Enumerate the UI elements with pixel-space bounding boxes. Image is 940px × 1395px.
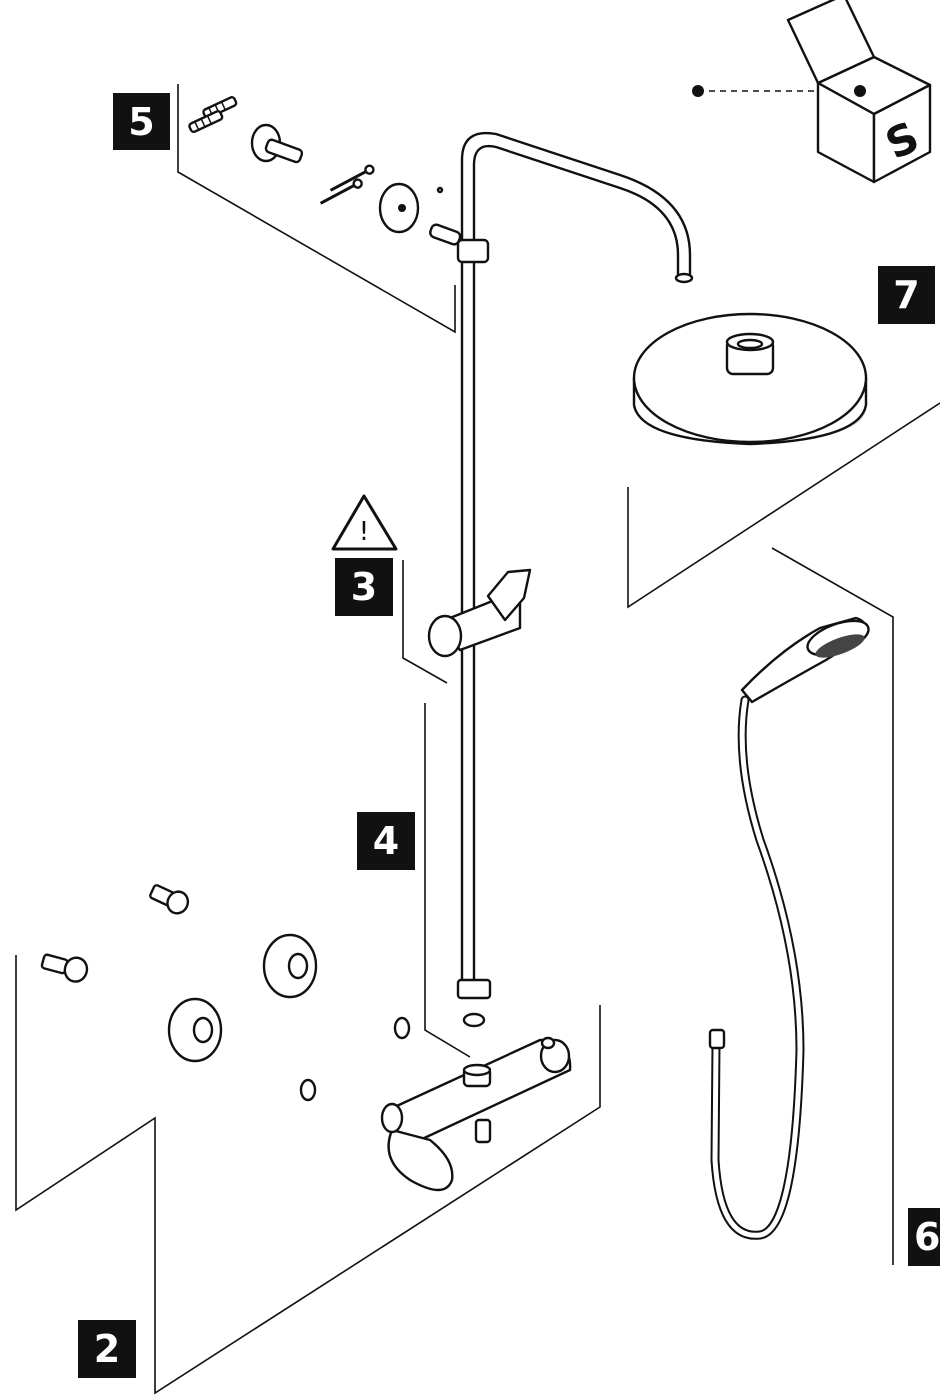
warning-symbol: !	[359, 517, 369, 547]
callout-4: 4	[357, 812, 415, 870]
callout-3: 3	[335, 558, 393, 616]
callout-5: 5	[113, 93, 170, 150]
callout-2: 2	[78, 1320, 136, 1378]
open-box-icon: S	[786, 0, 932, 184]
hand-shower-with-hose	[708, 616, 870, 1240]
wall-fixings-group	[188, 96, 462, 246]
handshower-holder	[427, 568, 532, 658]
thermostatic-mixer	[299, 1016, 572, 1192]
overhead-shower-head	[632, 312, 868, 446]
callout-7: 7	[878, 266, 935, 324]
box-pointer-dot	[692, 85, 704, 97]
warning-triangle-icon: !	[331, 494, 398, 551]
shower-riser-pipe	[456, 131, 694, 1028]
leader-lines	[15, 84, 940, 1395]
callout-6: 6	[908, 1208, 940, 1266]
connectors-and-rosettes	[40, 884, 318, 1063]
